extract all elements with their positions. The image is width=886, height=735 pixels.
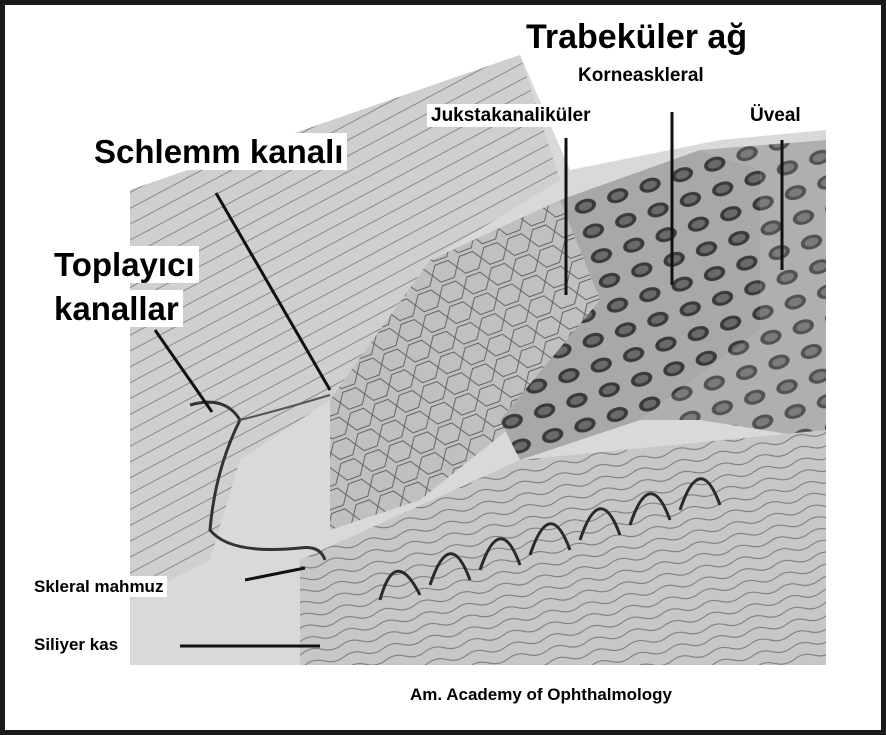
label-trabekuler-ag: Trabeküler ağ xyxy=(522,18,751,56)
label-siliyer-kas: Siliyer kas xyxy=(30,634,122,655)
label-jukstakanalikuler: Jukstakanaliküler xyxy=(427,104,594,127)
label-schlemm-kanali: Schlemm kanalı xyxy=(90,133,347,170)
label-toplayici: Toplayıcı xyxy=(50,246,199,283)
label-uveal: Üveal xyxy=(746,104,805,127)
credit-text: Am. Academy of Ophthalmology xyxy=(406,684,676,705)
label-skleral-mahmuz: Skleral mahmuz xyxy=(30,576,167,597)
label-korneaskleral: Korneaskleral xyxy=(574,64,708,87)
label-kanallar: kanallar xyxy=(50,290,183,327)
